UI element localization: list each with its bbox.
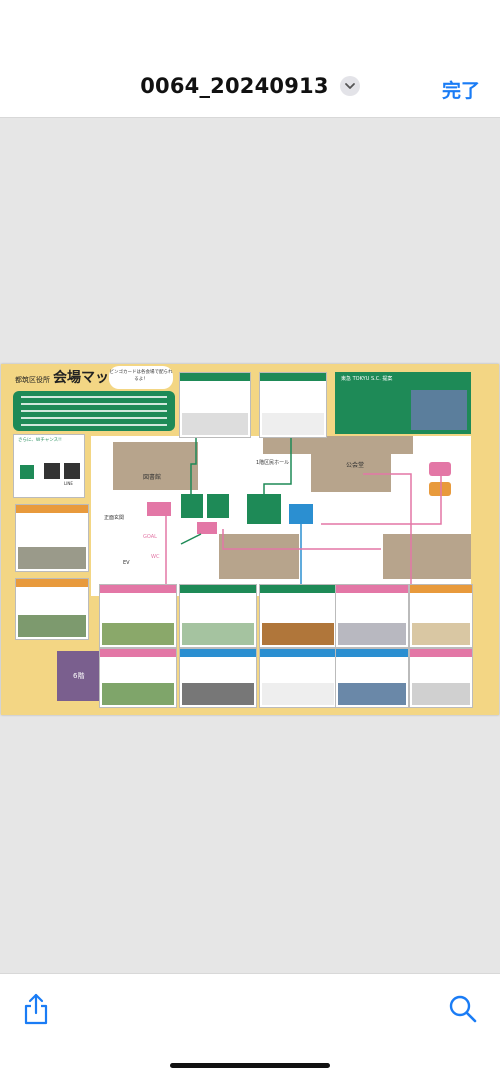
map-title: 都筑区役所会場マップ bbox=[15, 367, 123, 387]
bingo-bubble: ビンゴカードは各会場で配られるよ！ bbox=[109, 366, 173, 389]
booth[interactable] bbox=[207, 494, 229, 518]
booth-card[interactable] bbox=[179, 372, 251, 438]
entrance-label: 正面玄関 bbox=[104, 515, 125, 521]
wc-label: WC bbox=[151, 554, 160, 560]
booth-card[interactable] bbox=[179, 648, 257, 708]
booth-card[interactable] bbox=[15, 578, 89, 640]
line-label: LINE bbox=[64, 481, 73, 486]
booth-card[interactable] bbox=[409, 648, 473, 708]
venue-map-page[interactable]: 都筑区役所会場マップ ビンゴカードは各会場で配られるよ！ さらに、Wチャンス!!… bbox=[1, 364, 499, 715]
title-area[interactable]: 0064_20240913 bbox=[0, 74, 500, 98]
booth-card[interactable] bbox=[99, 648, 177, 708]
intro-box bbox=[13, 391, 175, 431]
goal-label: GOAL bbox=[143, 534, 157, 540]
booth-card[interactable] bbox=[335, 648, 409, 708]
qr-code-icon bbox=[64, 463, 80, 479]
map-title-big: 会場マップ bbox=[53, 370, 123, 386]
booth-card[interactable] bbox=[259, 372, 327, 438]
room-center bbox=[219, 534, 299, 579]
booth[interactable] bbox=[181, 494, 203, 518]
bottom-toolbar bbox=[0, 973, 500, 1081]
floor-6-label: 6階 bbox=[73, 672, 85, 680]
w-chance-box: さらに、Wチャンス!! LINE bbox=[13, 434, 85, 498]
ev-label: EV bbox=[123, 560, 130, 566]
booth[interactable] bbox=[147, 502, 171, 516]
car-icon bbox=[429, 462, 451, 476]
booth[interactable] bbox=[289, 504, 313, 524]
document-title[interactable]: 0064_20240913 bbox=[140, 74, 329, 98]
truck-icon bbox=[429, 482, 451, 496]
chevron-down-icon[interactable] bbox=[339, 76, 360, 96]
public-hall-room bbox=[311, 444, 391, 492]
w-chance-label: さらに、Wチャンス!! bbox=[18, 438, 62, 443]
library-label: 図書館 bbox=[143, 474, 162, 481]
booth-card[interactable] bbox=[409, 584, 473, 648]
room-right bbox=[383, 534, 471, 579]
qr-code-icon bbox=[44, 463, 60, 479]
booth-card[interactable] bbox=[179, 584, 257, 648]
tokyu-card[interactable]: 東急 TOKYU S.C. 提案 bbox=[335, 372, 471, 434]
booth-card[interactable] bbox=[259, 648, 337, 708]
hall-label: 1階区民ホール bbox=[256, 460, 290, 466]
share-icon[interactable] bbox=[22, 992, 50, 1026]
library-room bbox=[113, 442, 198, 490]
search-icon[interactable] bbox=[448, 994, 478, 1024]
booth-card[interactable] bbox=[99, 584, 177, 648]
tokyu-label: 東急 TOKYU S.C. 提案 bbox=[341, 376, 393, 382]
booth-card[interactable] bbox=[335, 584, 409, 648]
play-icon bbox=[20, 465, 34, 479]
done-button[interactable]: 完了 bbox=[441, 80, 480, 102]
document-viewer[interactable]: 都筑区役所会場マップ ビンゴカードは各会場で配られるよ！ さらに、Wチャンス!!… bbox=[0, 118, 500, 973]
booth-card[interactable] bbox=[259, 584, 337, 648]
public-hall-label: 公会堂 bbox=[346, 462, 365, 469]
home-indicator bbox=[170, 1063, 330, 1068]
booth[interactable] bbox=[197, 522, 217, 534]
booth-card[interactable] bbox=[15, 504, 89, 572]
navigation-bar: 0064_20240913 完了 bbox=[0, 0, 500, 118]
building-photo bbox=[411, 390, 467, 430]
map-title-small: 都筑区役所 bbox=[15, 376, 50, 384]
booth[interactable] bbox=[247, 494, 281, 524]
